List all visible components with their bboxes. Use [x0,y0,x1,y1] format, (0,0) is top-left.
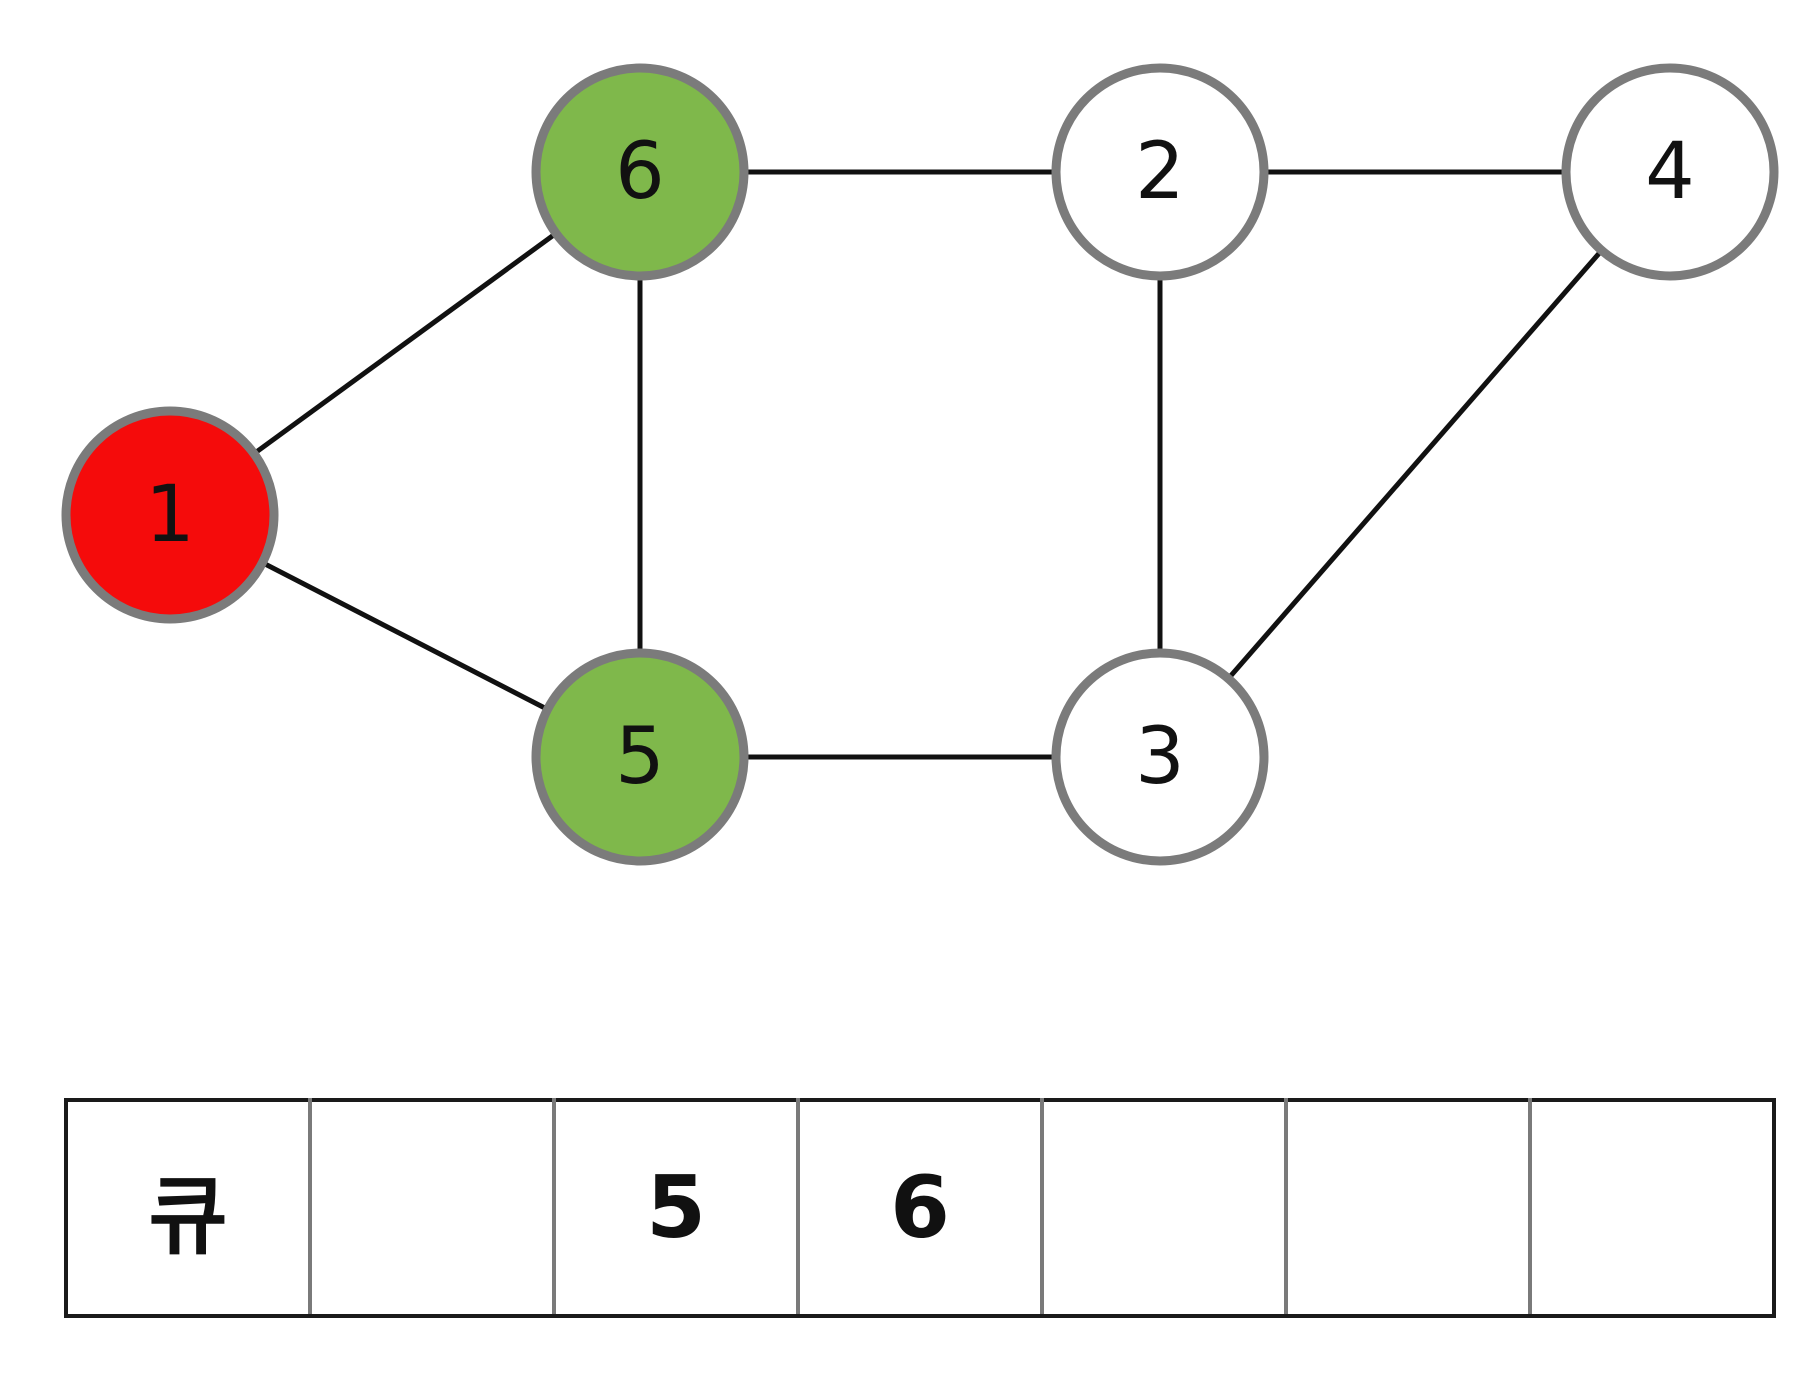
graph-edges [168,169,1672,760]
node-4-circle [1561,63,1779,281]
node-4: 4 [1561,63,1779,281]
queue-cell-2: 5 [552,1098,800,1318]
graph-diagram: 1 6 5 2 3 4 [61,63,1779,866]
node-1: 1 [61,406,279,624]
node-6-label: 6 [615,127,665,217]
node-6: 6 [531,63,749,281]
graph-nodes: 1 6 5 2 3 4 [61,63,1779,866]
queue-label: 큐 [64,1098,312,1318]
node-2-label: 2 [1135,127,1185,217]
edge-3-4 [1158,170,1672,759]
queue-cell-4 [1040,1098,1288,1318]
node-4-label: 4 [1645,127,1695,217]
node-3-label: 3 [1135,712,1185,802]
node-3-circle [1051,648,1269,866]
node-6-circle [531,63,749,281]
node-1-label: 1 [145,470,195,560]
node-3: 3 [1051,648,1269,866]
queue-cell-6 [1528,1098,1776,1318]
node-5: 5 [531,648,749,866]
node-2-circle [1051,63,1269,281]
queue-table: 큐 5 6 [64,1098,1776,1318]
queue-row: 큐 5 6 [64,1098,1776,1318]
node-5-label: 5 [615,712,665,802]
node-1-circle [61,406,279,624]
node-2: 2 [1051,63,1269,281]
node-5-circle [531,648,749,866]
queue-cell-3: 6 [796,1098,1044,1318]
queue-cell-1 [308,1098,556,1318]
queue-cell-5 [1284,1098,1532,1318]
